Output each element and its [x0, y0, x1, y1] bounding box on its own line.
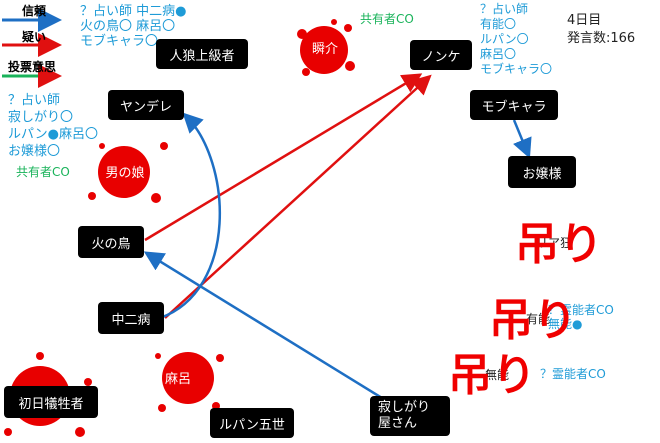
- node-chunibyo[interactable]: 中二病: [98, 302, 164, 334]
- node-maro[interactable]: 麻呂: [164, 371, 191, 387]
- legend-trust-label: 信頼: [22, 4, 47, 18]
- hang-mark: 吊り: [448, 350, 536, 401]
- note-medium-claim-1: ？霊能者CO 無能●: [548, 303, 614, 331]
- note-seer-claim-top-right: ？占い師 有能〇 ルパン〇 麻呂〇 モブキャラ〇: [480, 2, 553, 76]
- node-nonke[interactable]: ノンケ: [410, 40, 472, 70]
- word-yuno: 有能: [526, 312, 551, 326]
- node-hinotori[interactable]: 火の鳥: [78, 226, 144, 258]
- note-shared-co-top: 共有者CO: [360, 12, 414, 26]
- blood-splat-icon: [297, 19, 355, 76]
- note-medium-claim-2: ？霊能者CO: [540, 367, 606, 381]
- edge-mobuchara-ojosama: [512, 119, 532, 159]
- word-kyo: リア狂: [536, 236, 573, 250]
- edge-chunibyo-nonke: [164, 74, 432, 319]
- node-lupin[interactable]: ルパン五世: [210, 408, 294, 438]
- node-sabishigari[interactable]: 寂しがり 屋さん: [370, 396, 450, 436]
- legend-vote-label: 投票意思: [8, 60, 57, 74]
- node-mobuchara[interactable]: モブキャラ: [470, 90, 558, 120]
- node-shoshinichi[interactable]: 初日犠牲者: [4, 386, 98, 418]
- legend-suspect-label: 疑い: [22, 30, 47, 44]
- day-label: 4日目: [567, 13, 602, 28]
- note-seer-claim-left: ？占い師 寂しがり〇 ルパン●麻呂〇 お嬢様〇: [8, 93, 98, 159]
- node-shunsuke[interactable]: 瞬介: [311, 41, 338, 57]
- blood-splat-icon: [88, 142, 168, 203]
- node-yandere[interactable]: ヤンデレ: [108, 90, 184, 120]
- blood-splat-icon: [155, 352, 224, 412]
- speech-count: 発言数:166: [567, 31, 636, 46]
- note-seer-claim-top-left: ？占い師 中二病● 火の鳥〇 麻呂〇 モブキャラ〇: [80, 4, 187, 49]
- hang-mark: 吊り: [489, 295, 577, 346]
- node-otoko-no-musume[interactable]: 男の娘: [105, 165, 145, 181]
- node-jinrou-jokyu[interactable]: 人狼上級者: [156, 39, 248, 69]
- edge-hinotori-nonke: [144, 73, 423, 242]
- note-shared-co-left: 共有者CO: [16, 165, 70, 179]
- node-ojosama[interactable]: お嬢様: [508, 156, 576, 188]
- edge-sabishigari-hinotori: [143, 251, 383, 400]
- edge-chunibyo-yandere: [159, 112, 222, 320]
- hang-mark: 吊り: [515, 219, 603, 270]
- word-muno: 無能: [485, 368, 510, 382]
